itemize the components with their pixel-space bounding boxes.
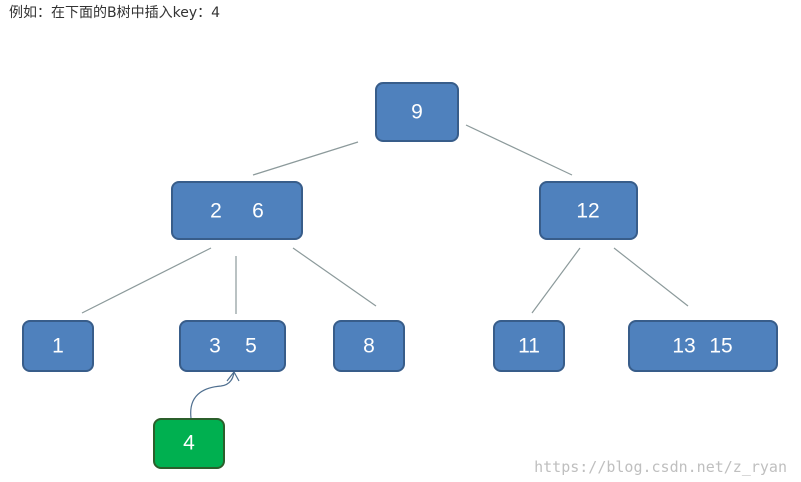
node-leaf-11: 11 bbox=[493, 320, 565, 372]
edge-root-left bbox=[252, 141, 359, 176]
node-leaf-13-15-key-0: 13 bbox=[672, 335, 695, 358]
node-12: 12 bbox=[539, 181, 638, 240]
edge-root-right bbox=[465, 124, 573, 176]
node-new-key-text: 4 bbox=[183, 432, 195, 455]
node-leaf-13-15-key-1: 15 bbox=[709, 335, 732, 358]
node-2-6-key-1: 6 bbox=[252, 200, 264, 223]
watermark: https://blog.csdn.net/z_ryan bbox=[534, 458, 787, 476]
node-leaf-3-5-key-0: 3 bbox=[209, 335, 221, 358]
node-2-6: 2 6 bbox=[171, 181, 303, 240]
node-leaf-3-5: 3 5 bbox=[179, 320, 286, 372]
node-12-key-0: 12 bbox=[576, 200, 599, 223]
node-root-key-0: 9 bbox=[411, 101, 423, 124]
insert-arrow bbox=[190, 371, 235, 419]
node-leaf-8: 8 bbox=[333, 320, 405, 372]
node-2-6-key-0: 2 bbox=[210, 200, 222, 223]
node-leaf-1: 1 bbox=[22, 320, 94, 372]
edge-12-11 bbox=[531, 247, 581, 314]
node-leaf-8-key-0: 8 bbox=[363, 335, 375, 358]
node-leaf-11-key-0: 11 bbox=[518, 335, 540, 358]
caption: 例如：在下面的B树中插入key：4 bbox=[9, 5, 221, 21]
edge-12-1315 bbox=[613, 247, 689, 307]
node-leaf-13-15: 13 15 bbox=[628, 320, 778, 372]
node-root: 9 bbox=[375, 82, 459, 142]
node-leaf-1-key-0: 1 bbox=[52, 335, 64, 358]
node-leaf-3-5-key-1: 5 bbox=[245, 335, 257, 358]
edge-26-1 bbox=[81, 247, 212, 314]
edge-26-8 bbox=[292, 247, 377, 307]
node-new-key: 4 bbox=[153, 418, 225, 469]
